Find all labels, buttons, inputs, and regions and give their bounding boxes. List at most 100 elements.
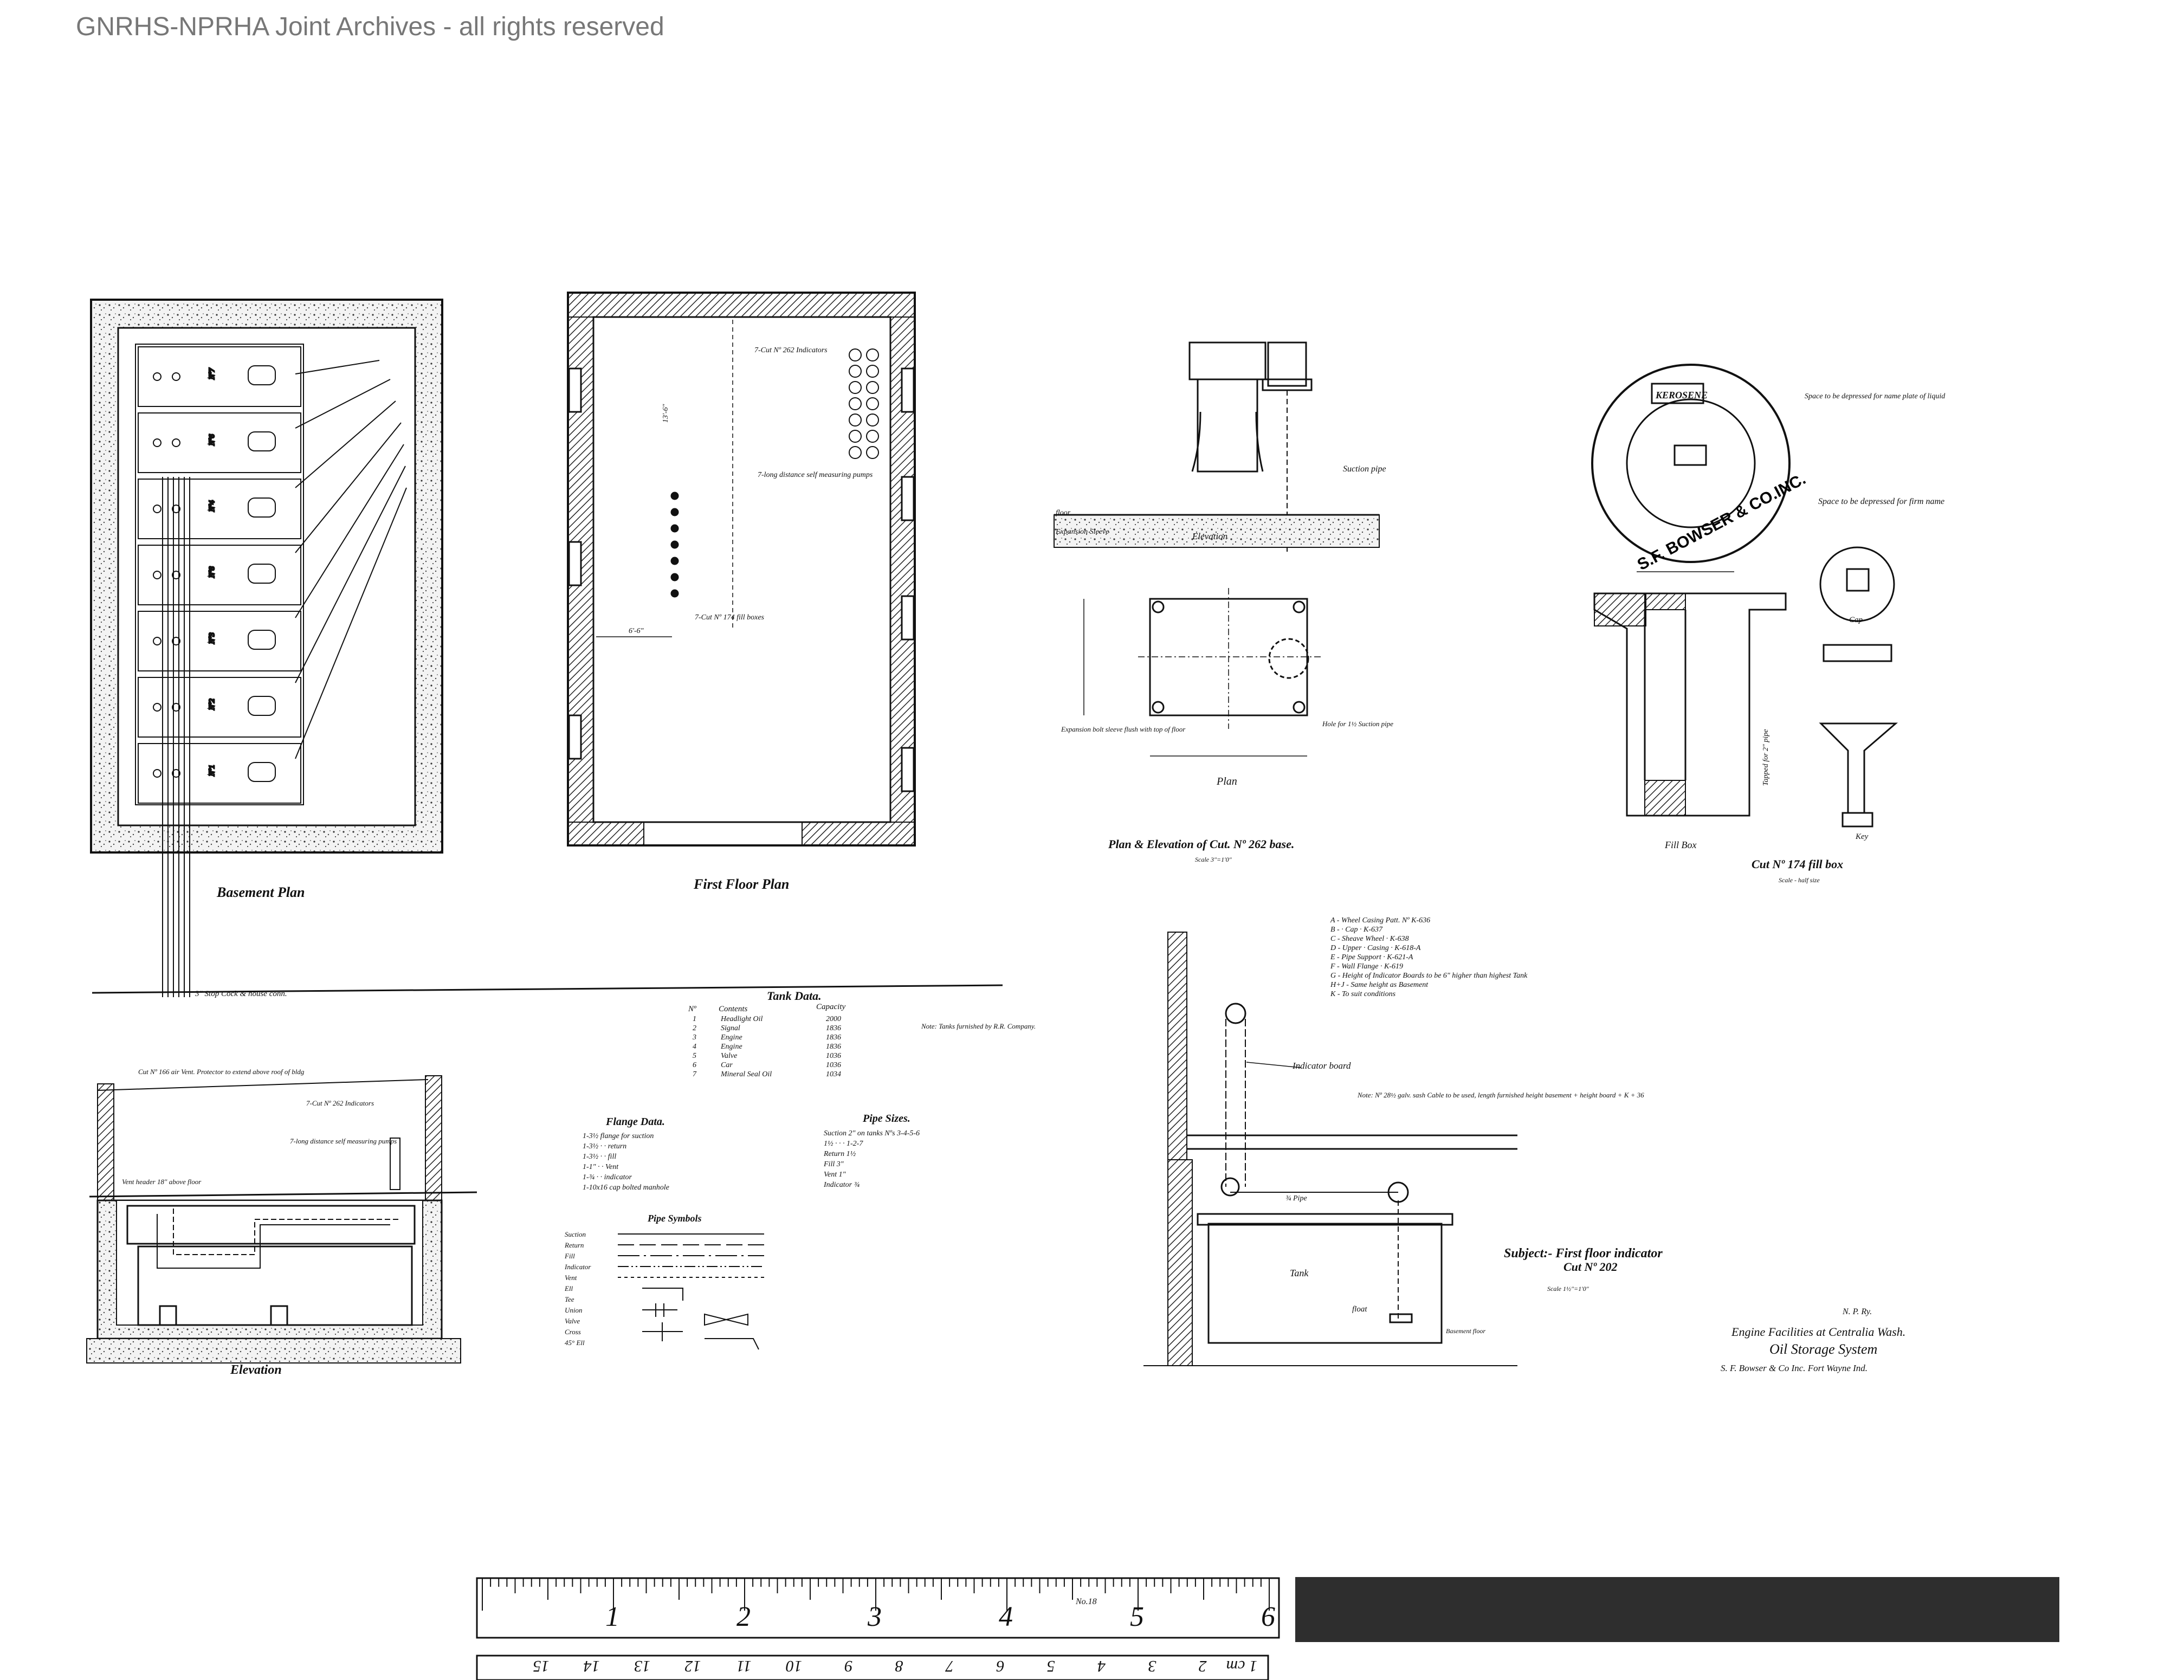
company-name: S.F. BOWSER & CO.INC. bbox=[1634, 470, 1809, 574]
table-cell: 1036 bbox=[826, 1052, 841, 1060]
indicator-symbols bbox=[849, 348, 879, 459]
indicator-legend-row: K - To suit conditions bbox=[1330, 990, 1396, 998]
indicator-symbol bbox=[849, 430, 862, 443]
first-floor-plan bbox=[567, 292, 916, 847]
indicator-float-label: float bbox=[1352, 1305, 1367, 1314]
fill-box-symbol bbox=[670, 573, 679, 581]
basement-tank-label: Nº4 bbox=[208, 500, 216, 512]
table-cell: Mineral Seal Oil bbox=[720, 1070, 772, 1078]
fill-box-symbol bbox=[670, 508, 679, 516]
pipe-symbol-name: Valve bbox=[565, 1317, 580, 1325]
base-expansion-sleeve: Expansion Sleeve bbox=[1055, 528, 1109, 536]
base-title: Plan & Elevation of Cut. Nº 262 base. bbox=[1108, 837, 1294, 851]
pipe-sizes: Pipe Sizes. Suction 2" on tanks Nºs 3-4-… bbox=[823, 1113, 920, 1189]
ruler-cm-label: 15 bbox=[533, 1657, 549, 1675]
ruler-cm-label: 13 bbox=[634, 1657, 650, 1675]
basement-tank: Nº7 bbox=[138, 346, 301, 407]
indicator-symbol bbox=[849, 365, 862, 378]
basement-tank-label: Nº6 bbox=[208, 434, 216, 446]
base-floor-label: floor bbox=[1056, 509, 1071, 517]
ruler-cm-label: 6 bbox=[996, 1657, 1004, 1675]
pipe-symbol-name: Return bbox=[564, 1241, 584, 1249]
table-cell: 1836 bbox=[826, 1024, 841, 1032]
pipe-symbol-name: Cross bbox=[565, 1328, 581, 1336]
basement-tank: Nº8 bbox=[138, 545, 301, 605]
indicator-basement-floor: Basement floor bbox=[1446, 1327, 1485, 1335]
tank-data-header-capacity: Capacity bbox=[816, 1003, 845, 1011]
indicator-legend-row: C - Sheave Wheel · K-638 bbox=[1330, 935, 1409, 943]
title-railway: N. P. Ry. bbox=[1842, 1307, 1872, 1316]
pipe-size-row: 1½ · · · 1-2-7 bbox=[824, 1140, 863, 1148]
flange-row: 1-¾ · · indicator bbox=[583, 1173, 632, 1181]
kerosene-plate: KEROSENE bbox=[1655, 390, 1708, 400]
table-cell: Car bbox=[721, 1061, 733, 1069]
elev-indicators-note: 7-Cut Nº 262 Indicators bbox=[306, 1099, 374, 1107]
pipe-size-row: Suction 2" on tanks Nºs 3-4-5-6 bbox=[824, 1129, 920, 1138]
table-cell: 1034 bbox=[826, 1070, 841, 1078]
basement-tank: Nº1 bbox=[138, 743, 301, 804]
key-label: Key bbox=[1855, 832, 1869, 841]
flange-data: Flange Data. 1-3½ flange for suction1-3½… bbox=[583, 1116, 669, 1192]
fill-box-label: Fill Box bbox=[1664, 839, 1696, 850]
fill-box-lid bbox=[1591, 364, 1895, 622]
base-plan-label: Plan bbox=[1216, 776, 1237, 787]
table-cell: Headlight Oil bbox=[720, 1015, 763, 1023]
indicator-legend-row: D - Upper · Casing · K-618-A bbox=[1330, 944, 1421, 952]
elev-vent-note: Cut Nº 166 air Vent. Protector to extend… bbox=[138, 1068, 305, 1076]
indicator-legend-row: F - Wall Flange · K-619 bbox=[1330, 962, 1403, 971]
indicator-symbol bbox=[849, 446, 862, 459]
basement-tank: Nº2 bbox=[138, 677, 301, 738]
table-cell: 1836 bbox=[826, 1043, 841, 1051]
basement-plan-title: Basement Plan bbox=[216, 884, 305, 900]
ruler-inch-label: 3 bbox=[867, 1601, 882, 1632]
pipe-symbols: Pipe Symbols SuctionReturnFillIndicatorV… bbox=[564, 1213, 764, 1350]
ruler-cm-label: 9 bbox=[844, 1657, 852, 1675]
archive-watermark: GNRHS-NPRHA Joint Archives - all rights … bbox=[76, 12, 664, 41]
ff-indicators-note: 7-Cut Nº 262 Indicators bbox=[754, 346, 828, 354]
indicator-legend-row: G - Height of Indicator Boards to be 6" … bbox=[1330, 972, 1528, 980]
elevation-section bbox=[86, 1075, 477, 1364]
table-cell: Signal bbox=[721, 1024, 740, 1032]
ruler-inch-label: 4 bbox=[999, 1601, 1013, 1632]
table-row: 7 Mineral Seal Oil 1034 bbox=[693, 1070, 841, 1078]
ff-dim-a: 6'-6" bbox=[629, 627, 644, 635]
pipe-symbol-name: Union bbox=[565, 1306, 583, 1314]
tank-data-header-contents: Contents bbox=[719, 1005, 747, 1013]
table-cell: Engine bbox=[720, 1043, 742, 1051]
fill-note-firm: Space to be depressed for firm name bbox=[1818, 497, 1944, 506]
fill-box-symbols bbox=[670, 492, 679, 598]
base-elevation bbox=[1054, 341, 1380, 553]
elevation-title: Elevation bbox=[230, 1363, 282, 1377]
pipe-symbols-title: Pipe Symbols bbox=[647, 1213, 702, 1224]
indicator-pipe-label: ¾ Pipe bbox=[1285, 1194, 1307, 1203]
basement-tank: Nº3 bbox=[138, 611, 301, 671]
stop-cock-note: 3" Stop Cock & house conn. bbox=[195, 990, 287, 998]
basement-tank-label: Nº7 bbox=[208, 367, 216, 380]
basement-tank-label: Nº1 bbox=[208, 765, 216, 777]
fill-box-symbol bbox=[670, 492, 679, 500]
pump-symbol bbox=[866, 397, 879, 410]
ruler-cm-label: 5 bbox=[1047, 1657, 1055, 1675]
ruler-inch-label: 2 bbox=[736, 1601, 751, 1632]
ruler-cm-label: 7 bbox=[945, 1657, 954, 1675]
ruler-model: No.18 bbox=[1075, 1597, 1097, 1606]
table-cell: 7 bbox=[693, 1070, 697, 1078]
indicator-legend-row: E - Pipe Support · K-621-A bbox=[1330, 953, 1413, 961]
flange-row: 1-3½ flange for suction bbox=[583, 1132, 654, 1140]
indicator-board-label: Indicator board bbox=[1292, 1061, 1351, 1071]
ruler-banner bbox=[1295, 1577, 2059, 1642]
ff-fill-note: 7-Cut Nº 174 fill boxes bbox=[695, 613, 765, 622]
pump-symbol bbox=[866, 381, 879, 394]
pipe-size-row: Indicator ¾ bbox=[823, 1181, 860, 1189]
pipe-symbol-name: Fill bbox=[564, 1252, 575, 1260]
indicator-scale: Scale 1½"=1'0" bbox=[1547, 1285, 1589, 1293]
tank-data-header-no: Nº bbox=[688, 1005, 696, 1013]
indicator-detail bbox=[1143, 932, 1517, 1366]
table-cell: 1836 bbox=[826, 1033, 841, 1042]
table-cell: 2 bbox=[693, 1024, 696, 1032]
ruler-inch-label: 6 bbox=[1261, 1601, 1275, 1632]
indicator-legend-row: B - · Cap · K-637 bbox=[1330, 926, 1383, 934]
